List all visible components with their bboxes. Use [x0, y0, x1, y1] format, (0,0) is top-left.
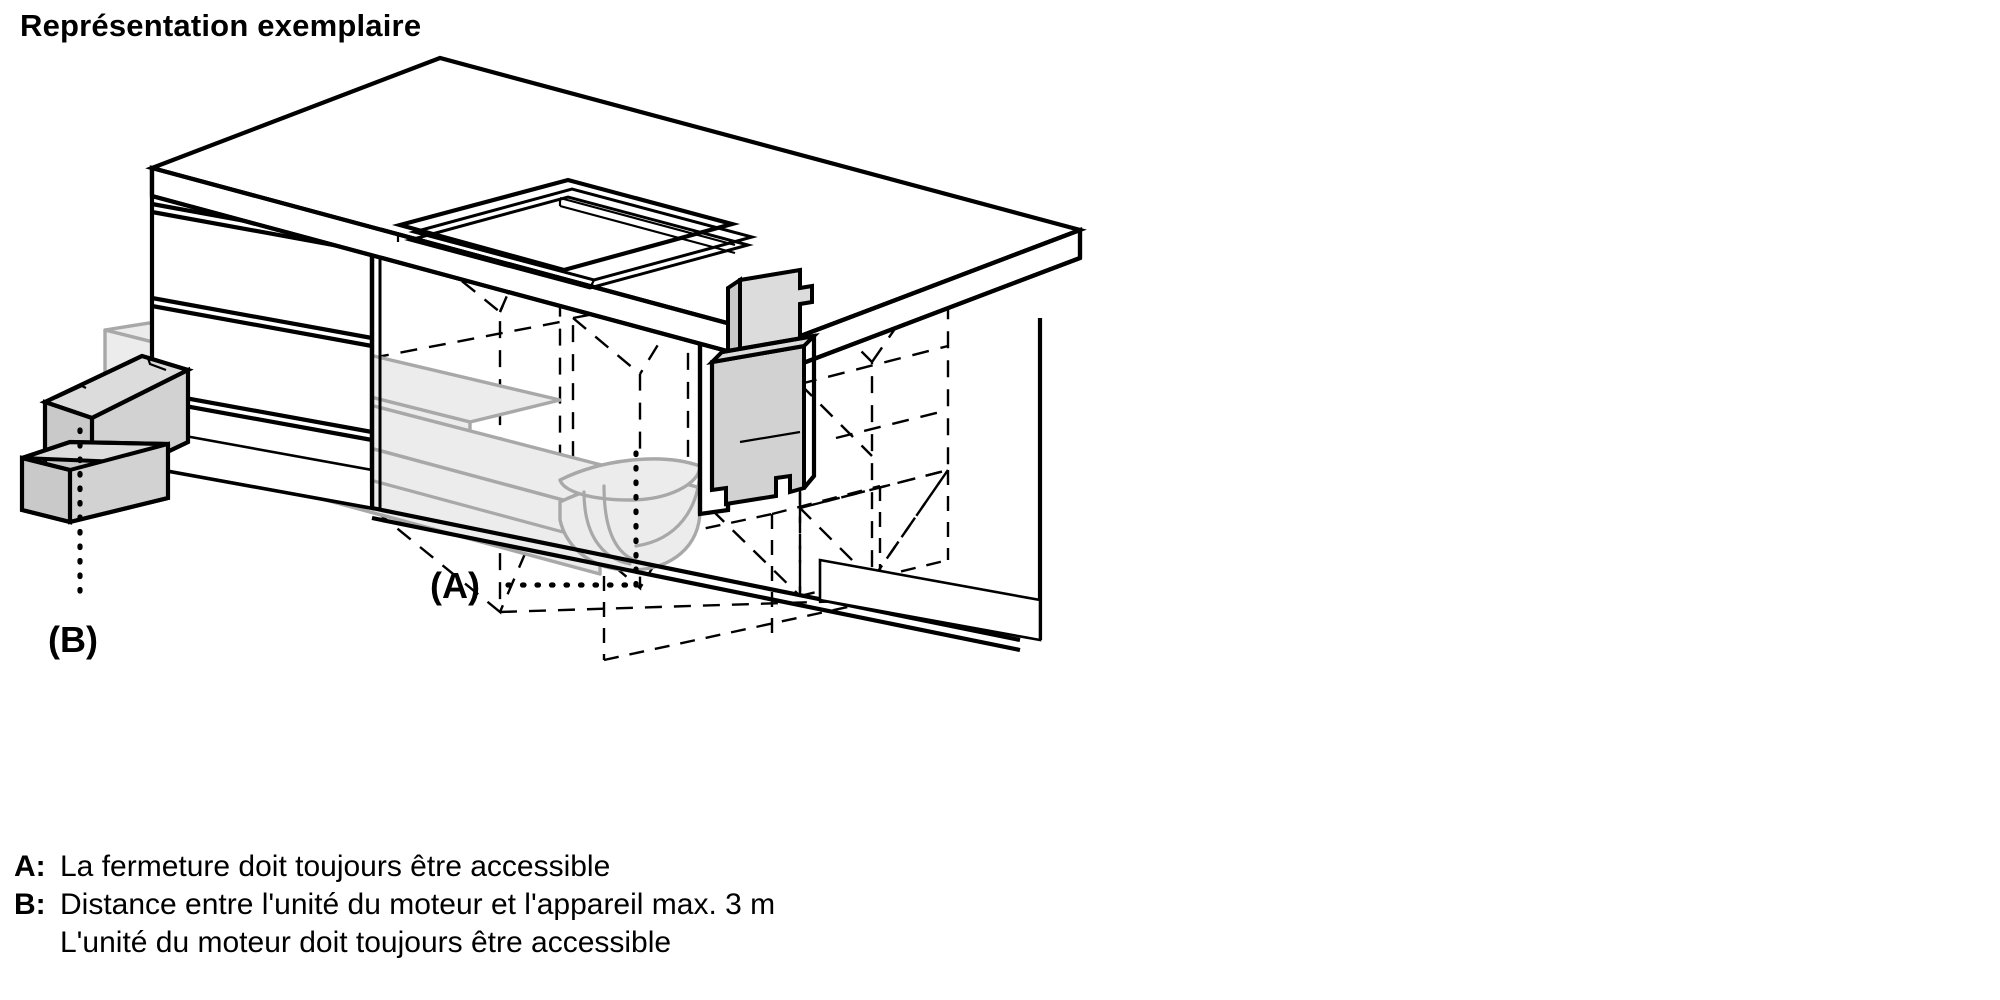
cabinet-carcass — [149, 165, 1043, 653]
callout-leaders — [77, 427, 639, 603]
callout-label-a: (A) — [430, 565, 480, 606]
legend-row-b: B: Distance entre l'unité du moteur et l… — [14, 886, 1514, 924]
legend-text-a: La fermeture doit toujours être accessib… — [60, 850, 611, 883]
motor-unit — [19, 353, 194, 525]
legend-text-b-continuation: L'unité du moteur doit toujours être acc… — [60, 926, 672, 959]
legend-text-b: Distance entre l'unité du moteur et l'ap… — [60, 888, 776, 921]
page-title: Représentation exemplaire — [20, 8, 422, 43]
cooktop-plate — [391, 177, 758, 290]
duct-elbow — [558, 457, 702, 572]
legend-key-a: A: — [14, 850, 46, 883]
legend-key-b: B: — [14, 888, 46, 921]
callout-label-b: (B) — [48, 619, 98, 660]
technical-drawing: (B) (A) — [0, 40, 1560, 830]
isometric-drawing-svg: (B) (A) — [19, 55, 1087, 662]
legend-block: A: La fermeture doit toujours être acces… — [14, 848, 1514, 962]
legend-row-a: A: La fermeture doit toujours être acces… — [14, 848, 1514, 886]
extractor-unit — [706, 267, 820, 507]
